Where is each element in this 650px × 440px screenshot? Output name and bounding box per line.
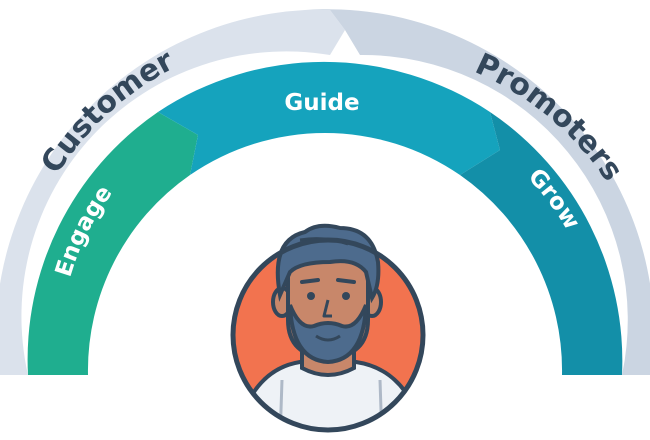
segment-engage xyxy=(27,112,199,375)
segment-grow xyxy=(460,112,623,375)
avatar-outline xyxy=(230,237,426,433)
outer-ring-customers xyxy=(0,10,345,375)
label-guide: Guide xyxy=(284,90,359,116)
avatar-beard xyxy=(288,304,368,365)
avatar xyxy=(230,223,426,433)
segment-guide xyxy=(158,61,500,175)
